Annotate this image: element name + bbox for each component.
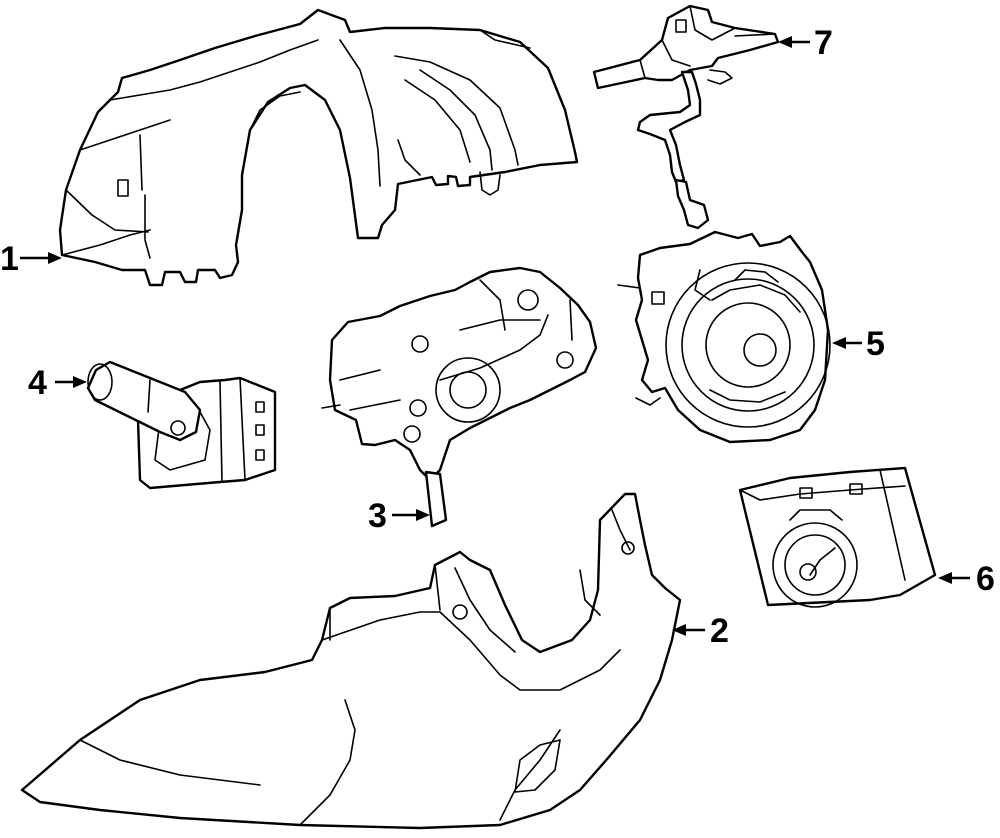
callout-5: 5 bbox=[866, 325, 885, 363]
turn-signal-switch-icon bbox=[86, 360, 277, 490]
upper-column-shroud-icon bbox=[58, 8, 579, 287]
callout-1: 1 bbox=[0, 240, 19, 278]
steering-angle-sensor-icon bbox=[738, 466, 937, 608]
sensor-bracket-icon bbox=[592, 4, 780, 230]
callout-3: 3 bbox=[368, 497, 387, 535]
callout-7: 7 bbox=[814, 24, 833, 62]
clockspring-icon bbox=[617, 230, 831, 444]
callout-6: 6 bbox=[976, 560, 995, 598]
lower-column-shroud-icon bbox=[20, 492, 682, 830]
ignition-lock-housing-icon bbox=[321, 266, 598, 528]
callout-2: 2 bbox=[710, 612, 729, 650]
callout-4: 4 bbox=[28, 364, 47, 402]
